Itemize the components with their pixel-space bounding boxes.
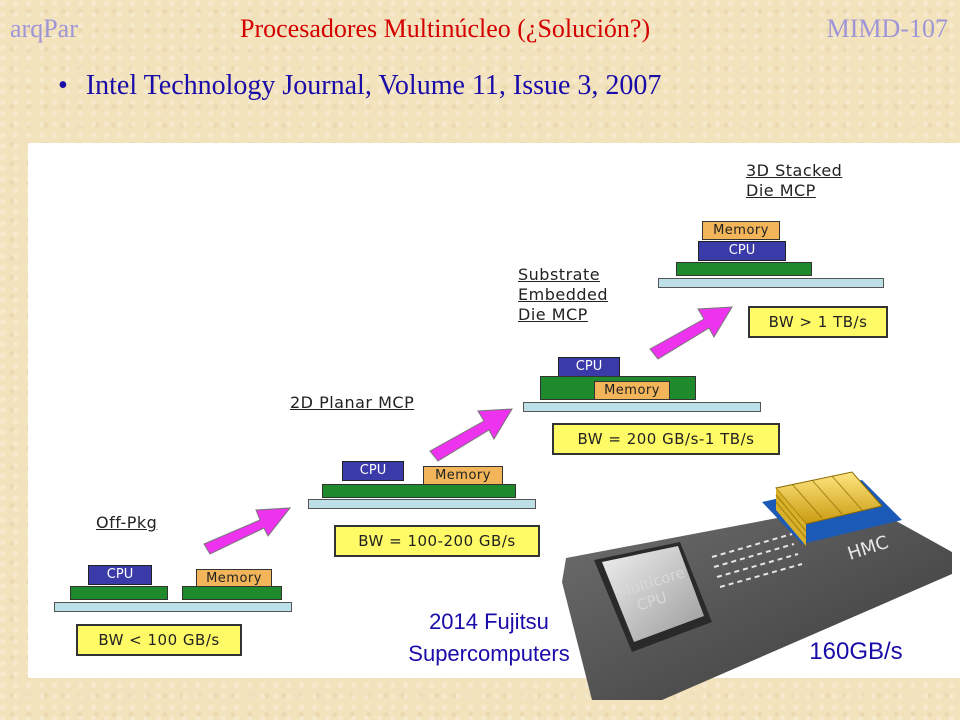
slide-code: MIMD-107 xyxy=(826,14,948,43)
stage-2-package xyxy=(322,484,516,498)
slide-header: arqPar Procesadores Multinúcleo (¿Soluci… xyxy=(0,14,960,50)
stage-4-memory: Memory xyxy=(702,221,780,240)
hmc-stack-layers xyxy=(775,475,863,539)
stage-4-title: 3D Stacked Die MCP xyxy=(746,161,843,200)
stage-4-substrate xyxy=(658,278,884,288)
arrow-icon-1 xyxy=(203,507,292,555)
stage-2-substrate xyxy=(308,499,536,509)
stage-1-cpu: CPU xyxy=(88,565,152,585)
stage-3-title: Substrate Embedded Die MCP xyxy=(518,265,609,324)
arrow-icon-2 xyxy=(429,408,513,462)
hmc-illustration: Multicore CPU HMC xyxy=(562,471,952,700)
stage-1-cpu-base xyxy=(70,586,168,600)
bullet-item: • Intel Technology Journal, Volume 11, Is… xyxy=(58,70,661,102)
stage-2-title: 2D Planar MCP xyxy=(290,393,415,412)
fujitsu-line-2: Supercomputers xyxy=(408,641,570,666)
fujitsu-line-1: 2014 Fujitsu xyxy=(429,609,549,634)
stage-1-memory-base xyxy=(182,586,282,600)
stage-4-package xyxy=(676,262,812,276)
bandwidth-note: 160GB/s xyxy=(809,638,903,665)
bullet-dot-icon: • xyxy=(58,70,68,101)
slide-title: Procesadores Multinúcleo (¿Solución?) xyxy=(240,14,651,43)
stage-1-title: Off-Pkg xyxy=(96,513,158,532)
stage-4-bandwidth: BW > 1 TB/s xyxy=(748,306,888,338)
diagram-panel: Off-Pkg CPU Memory BW < 100 GB/s 2D Plan… xyxy=(28,143,960,678)
stage-2-cpu: CPU xyxy=(342,461,404,481)
stage-3-bandwidth: BW = 200 GB/s-1 TB/s xyxy=(552,423,780,455)
fujitsu-note: 2014 Fujitsu Supercomputers xyxy=(384,606,594,670)
stage-1-substrate xyxy=(54,602,292,612)
course-label: arqPar xyxy=(10,14,78,43)
arrow-icon-3 xyxy=(649,306,733,360)
bullet-text: Intel Technology Journal, Volume 11, Iss… xyxy=(85,70,662,101)
stage-3-cpu: CPU xyxy=(558,357,620,377)
stage-2-bandwidth: BW = 100-200 GB/s xyxy=(334,525,540,557)
stage-1-bandwidth: BW < 100 GB/s xyxy=(76,624,242,656)
multicore-cpu-chip xyxy=(602,546,704,642)
stage-3-substrate xyxy=(523,402,761,412)
serial-links xyxy=(711,533,803,588)
hmc-stack-side xyxy=(776,488,806,546)
stage-3-memory: Memory xyxy=(594,381,670,400)
stage-4-cpu: CPU xyxy=(698,241,786,261)
